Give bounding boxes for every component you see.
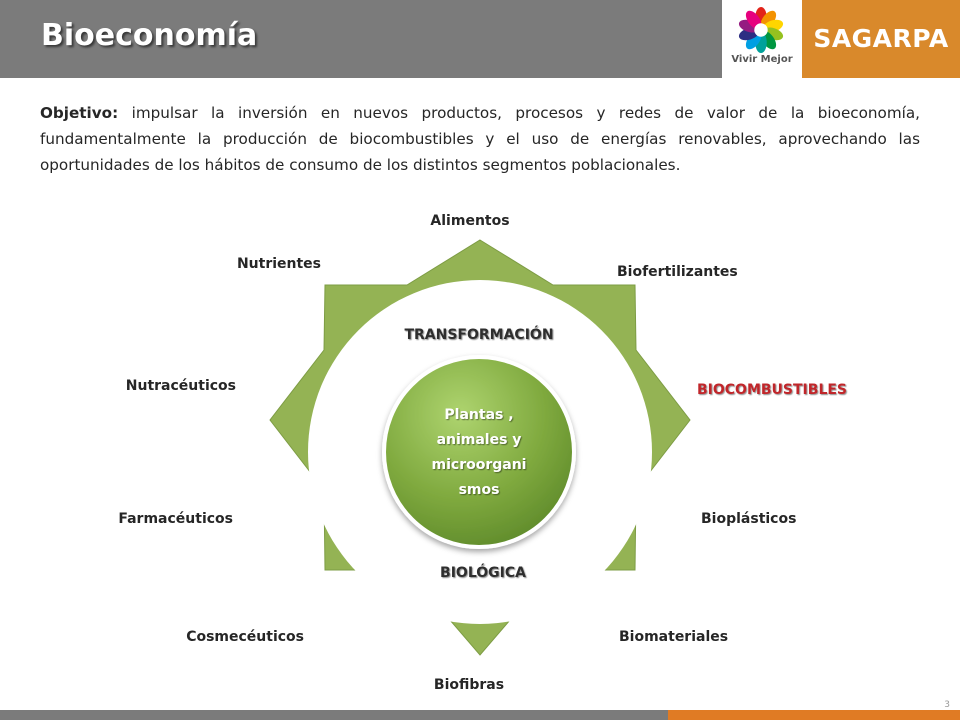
page-title: Bioeconomía [41, 18, 258, 53]
label-biofertilizantes: Biofertilizantes [617, 264, 738, 280]
label-bioplasticos: Bioplásticos [701, 511, 796, 527]
objective-label: Objetivo: [40, 104, 119, 122]
footer-bar-orange [668, 710, 960, 720]
center-text-line-2: animales y [437, 432, 522, 448]
vivir-mejor-logo: Vivir Mejor [722, 0, 802, 78]
ring-bottom-label: BIOLÓGICA [440, 563, 526, 581]
label-biomateriales: Biomateriales [619, 629, 728, 645]
center-text-line-3: microorgani [432, 457, 527, 473]
objective-text: impulsar la inversión en nuevos producto… [40, 104, 920, 174]
vivir-mejor-caption: Vivir Mejor [731, 54, 793, 65]
sagarpa-logo: SAGARPA [802, 0, 960, 78]
label-farmaceuticos: Farmacéuticos [118, 511, 233, 527]
objective-paragraph: Objetivo: impulsar la inversión en nuevo… [40, 100, 920, 178]
page-number: 3 [944, 700, 950, 710]
label-alimentos: Alimentos [430, 213, 509, 229]
label-nutraceuticos: Nutracéuticos [126, 378, 236, 394]
center-circle [382, 355, 576, 549]
label-nutrientes: Nutrientes [237, 256, 321, 272]
center-text-line-1: Plantas , [444, 407, 513, 423]
sagarpa-logo-text: SAGARPA [813, 24, 949, 53]
label-biocombustibles: BIOCOMBUSTIBLES [697, 382, 847, 398]
footer-bar-gray [0, 710, 668, 720]
label-biofibras: Biofibras [434, 677, 504, 693]
title-bar: Bioeconomía [0, 0, 722, 78]
center-text-line-4: smos [459, 482, 500, 498]
flower-logo-icon [738, 6, 784, 54]
label-cosmeceuticos: Cosmecéuticos [186, 629, 304, 645]
ring-top-label: TRANSFORMACIÓN [404, 325, 553, 343]
